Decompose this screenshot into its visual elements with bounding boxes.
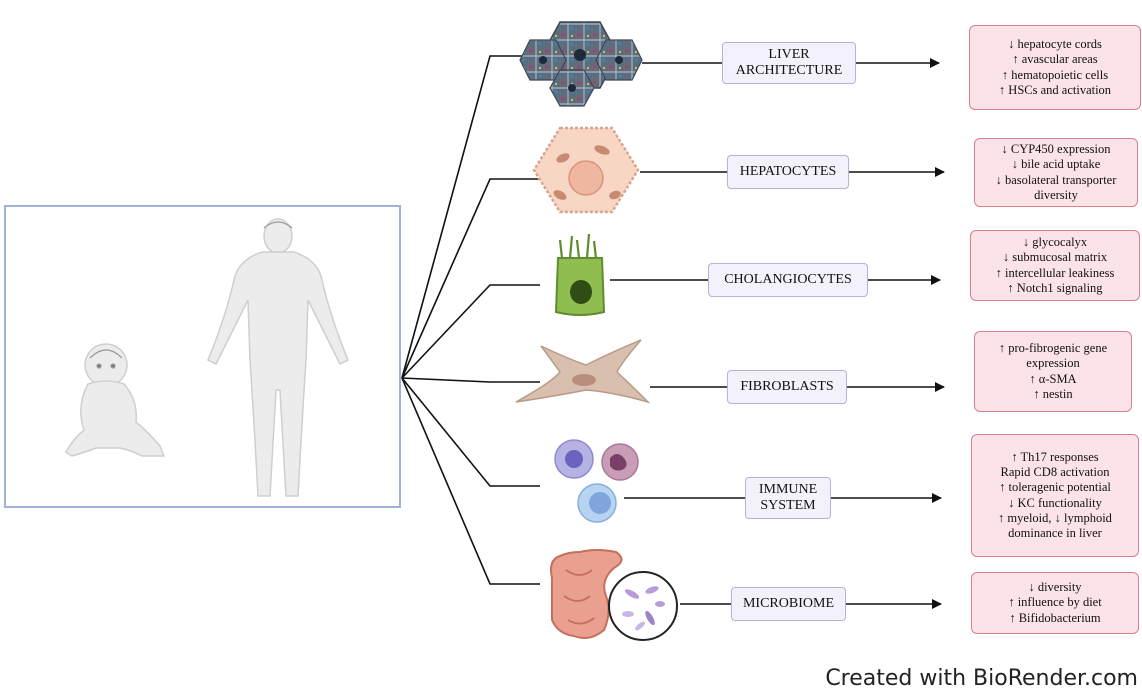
category-box: HEPATOCYTES — [727, 155, 849, 189]
effect-line: ↑ nestin — [1033, 386, 1073, 401]
immune-cells-icon — [554, 439, 639, 523]
category-box: LIVER ARCHITECTURE — [722, 42, 856, 84]
effect-line: ↓ bile acid uptake — [1011, 157, 1101, 172]
effect-line: ↓ hepatocyte cords — [1008, 37, 1102, 52]
hepatocyte-icon — [532, 126, 640, 214]
effect-line: ↑ intercellular leakiness — [995, 265, 1115, 280]
effect-line: ↑ influence by diet — [1008, 595, 1102, 610]
effect-line: ↓ basolateral transporter — [995, 172, 1117, 187]
effect-line: ↑ toleragenic potential — [999, 480, 1111, 495]
effect-line: ↑ Th17 responses — [1011, 449, 1099, 464]
fibroblast-icon — [515, 339, 651, 404]
effect-box: ↓ diversity↑ influence by diet↑ Bifidoba… — [971, 572, 1139, 634]
category-box: MICROBIOME — [731, 587, 846, 621]
effect-line: expression — [1026, 356, 1080, 371]
effect-line: ↓ KC functionality — [1008, 495, 1102, 510]
effect-line: ↑ pro-fibrogenic gene — [998, 341, 1108, 356]
intestine-microbiome-icon — [550, 549, 678, 641]
effect-line: ↑ avascular areas — [1012, 52, 1098, 67]
fan-connector — [401, 377, 540, 383]
effect-line: ↑ Notch1 signaling — [1007, 280, 1103, 295]
fan-connector — [401, 178, 540, 379]
human-figures-frame — [4, 205, 401, 508]
fan-connector — [401, 377, 540, 487]
fan-connector — [401, 377, 540, 585]
effect-line: ↓ CYP450 expression — [1001, 142, 1111, 157]
effect-line: diversity — [1034, 187, 1078, 202]
effect-line: Rapid CD8 activation — [1000, 465, 1110, 480]
effect-line: ↑ hematopoietic cells — [1001, 67, 1109, 82]
cholangiocyte-icon — [554, 233, 606, 316]
effect-box: ↓ CYP450 expression↓ bile acid uptake↓ b… — [974, 138, 1138, 207]
effect-box: ↓ hepatocyte cords↑ avascular areas↑ hem… — [969, 25, 1141, 110]
effect-line: ↑ α-SMA — [1029, 371, 1077, 386]
category-box: CHOLANGIOCYTES — [708, 263, 868, 297]
fan-connector — [401, 284, 540, 379]
biorender-credit: Created with BioRender.com — [825, 666, 1138, 691]
category-box: IMMUNE SYSTEM — [745, 477, 831, 519]
effect-line: ↑ Bifidobacterium — [1009, 610, 1101, 625]
effect-line: ↓ submucosal matrix — [1002, 250, 1108, 265]
effect-line: ↓ glycocalyx — [1022, 235, 1088, 250]
effect-line: dominance in liver — [1008, 525, 1102, 540]
effect-line: ↓ diversity — [1028, 580, 1082, 595]
category-box: FIBROBLASTS — [727, 370, 847, 404]
infant-and-adult-figures-icon — [65, 218, 349, 497]
effect-line: ↑ myeloid, ↓ lymphoid — [998, 510, 1112, 525]
connector-lines — [401, 55, 945, 609]
liver-lobule-icon — [519, 21, 643, 107]
effect-box: ↓ glycocalyx↓ submucosal matrix↑ interce… — [970, 230, 1140, 301]
effect-line: ↑ HSCs and activation — [998, 82, 1112, 97]
